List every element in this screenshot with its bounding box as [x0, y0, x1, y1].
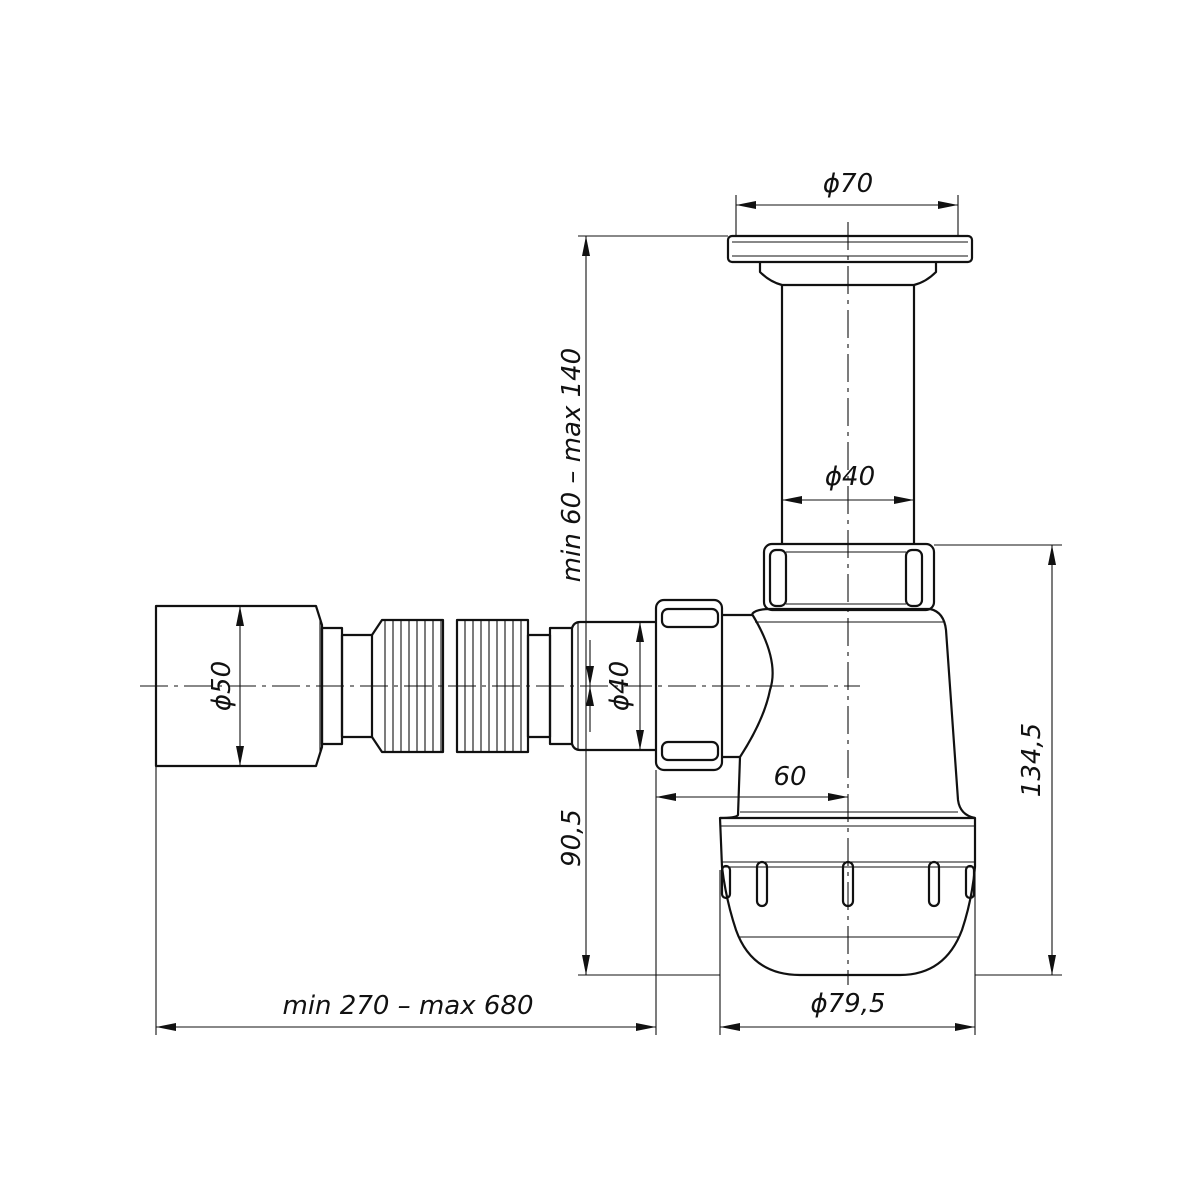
dim-label: 134,5	[1017, 723, 1047, 797]
dim-label: min 270 – max 680	[283, 991, 534, 1021]
dim-label: ϕ70	[823, 169, 873, 199]
side-nut	[654, 598, 752, 772]
dim-pipe-diameter: ϕ40	[782, 462, 914, 504]
dim-bottle-diameter: ϕ79,5	[719, 870, 976, 1035]
top-flange	[726, 234, 974, 287]
top-nut	[762, 542, 936, 612]
dim-side-inlet-diameter: ϕ40	[586, 622, 644, 750]
dim-pipe-height: min 60 – max 140 90,5	[557, 235, 728, 976]
dim-label: ϕ79,5	[810, 989, 885, 1019]
dim-offset: 60	[655, 762, 848, 1035]
dim-label: min 60 – max 140	[557, 348, 587, 582]
dim-label: ϕ40	[825, 462, 875, 492]
dim-body-height: 134,5	[934, 544, 1062, 976]
bottom-cap	[718, 816, 977, 977]
dim-label: 60	[773, 762, 806, 792]
dim-label: ϕ50	[207, 661, 237, 711]
dim-total-length: min 270 – max 680	[155, 766, 656, 1035]
dim-label: ϕ40	[605, 661, 635, 711]
dim-label: 90,5	[557, 809, 587, 867]
dim-outlet-diameter: ϕ50	[207, 606, 244, 766]
dim-flange-diameter: ϕ70	[735, 169, 959, 236]
